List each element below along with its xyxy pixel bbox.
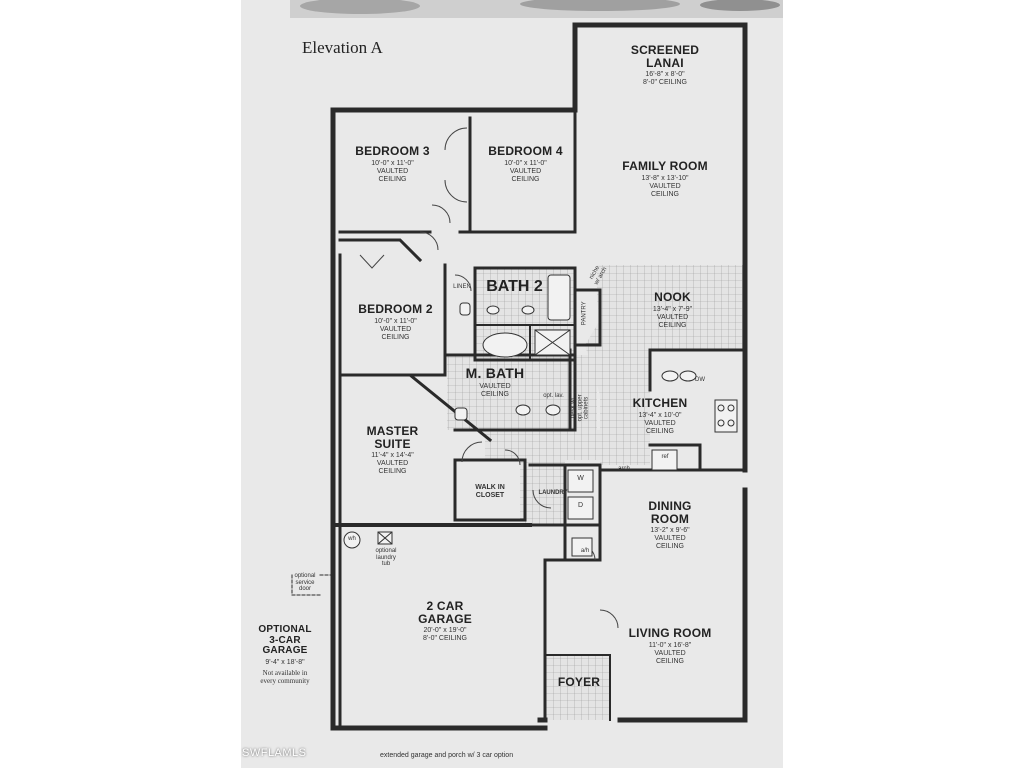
room-name: D: [577, 502, 584, 509]
room-name: arch: [618, 466, 630, 472]
room-details: 13'-2" x 9'-6" VAULTED CEILING: [650, 527, 690, 551]
bedroom2-label: BEDROOM 2 10'-0" x 11'-0" VAULTED CEILIN…: [348, 303, 443, 342]
room-name: DINING ROOM: [648, 499, 692, 526]
room-name: LAUNDRY: [538, 490, 568, 496]
bath2-label: BATH 2: [482, 278, 547, 296]
room-details: 13'-4" x 7'-9" VAULTED CEILING: [652, 305, 693, 329]
room-name: OPTIONAL 3-CAR GARAGE: [258, 624, 312, 656]
family-room-label: FAMILY ROOM 13'-8" x 13'-10" VAULTED CEI…: [605, 160, 725, 199]
room-details: 16'-8" x 8'-0" 8'-0" CEILING: [643, 71, 687, 87]
linen-label: LINEN: [449, 284, 475, 291]
room-name: optional service door: [294, 573, 316, 593]
room-name: KITCHEN: [632, 396, 688, 410]
garage-label: 2 CAR GARAGE 20'-0" x 19'-0" 8'-0" CEILI…: [390, 600, 500, 643]
m-bath-label: M. BATH VAULTED CEILING: [455, 366, 535, 399]
room-name: M. BATH: [465, 365, 525, 381]
laundry-tub-label: optional laundry tub: [368, 548, 404, 568]
room-name: LIVING ROOM: [628, 626, 712, 640]
bedroom4-label: BEDROOM 4 10'-0" x 11'-0" VAULTED CEILIN…: [478, 145, 573, 184]
room-details: 13'-8" x 13'-10" VAULTED CEILING: [641, 174, 689, 198]
master-suite-label: MASTER SUITE 11'-4" x 14'-4" VAULTED CEI…: [345, 425, 440, 476]
fixtures: [343, 274, 738, 557]
optional-3car-label: OPTIONAL 3-CAR GARAGE 9'-4" x 18'-8" Not…: [246, 624, 324, 685]
footer-note: extended garage and porch w/ 3 car optio…: [380, 752, 514, 759]
room-name: SCREENED LANAI: [630, 43, 700, 70]
room-details: 10'-0" x 11'-0" VAULTED CEILING: [374, 317, 417, 341]
arch-label: arch: [612, 466, 636, 473]
bedroom3-label: BEDROOM 3 10'-0" x 11'-0" VAULTED CEILIN…: [345, 145, 440, 184]
kitchen-label: KITCHEN 13'-4" x 10'-0" VAULTED CEILING: [615, 397, 705, 436]
room-details: 11'-4" x 14'-4" VAULTED CEILING: [371, 452, 414, 476]
room-name: a/h: [580, 548, 590, 554]
room-name: W: [577, 475, 584, 482]
foyer-label: FOYER: [550, 676, 608, 689]
room-details: 11'-0" x 16'-8" VAULTED CEILING: [648, 641, 692, 665]
room-name: FOYER: [557, 675, 601, 689]
room-details: 9'-4" x 18'-8": [265, 658, 305, 666]
laundry-label: LAUNDRY: [532, 490, 574, 497]
watermark: SWFLAMLS: [242, 747, 307, 759]
room-details: VAULTED CEILING: [479, 382, 511, 398]
door-swings: [359, 127, 619, 629]
elevation-title: Elevation A: [302, 38, 383, 57]
dryer-label: D: [573, 502, 588, 510]
room-name: BEDROOM 2: [358, 302, 433, 316]
room-name: LINEN: [453, 284, 471, 290]
service-door-label: optional service door: [288, 573, 322, 593]
opt-lav-label: opt. lav.: [536, 393, 571, 400]
room-details: 10'-0" x 11'-0" VAULTED CEILING: [504, 159, 547, 183]
room-note: Not available in every community: [260, 668, 310, 685]
room-details: 20'-0" x 19'-0" 8'-0" CEILING: [423, 627, 467, 643]
room-name: opt. lav.: [543, 393, 564, 399]
room-name: DW: [695, 377, 705, 383]
room-name: WALK IN CLOSET: [475, 484, 505, 499]
room-name: MASTER SUITE: [366, 424, 419, 451]
room-details: 13'-4" x 10'-0" VAULTED CEILING: [638, 411, 682, 435]
room-name: 2 CAR GARAGE: [418, 599, 472, 626]
air-handler-label: a/h: [574, 548, 596, 555]
desk-label: desk w/ opt. upper cabinets: [571, 385, 591, 430]
room-name: NOOK: [654, 290, 691, 304]
room-name: BEDROOM 4: [488, 144, 563, 158]
room-name: BEDROOM 3: [355, 144, 430, 158]
ref-label: ref: [653, 454, 677, 461]
dishwasher-label: DW: [690, 377, 710, 384]
pantry-label: PANTRY: [582, 298, 589, 328]
dining-room-label: DINING ROOM 13'-2" x 9'-6" VAULTED CEILI…: [625, 500, 715, 551]
washer-label: W: [573, 475, 588, 483]
room-name: FAMILY ROOM: [622, 159, 708, 173]
walk-in-closet-label: WALK IN CLOSET: [462, 484, 518, 499]
room-name: ref: [661, 454, 669, 460]
room-name: wh: [348, 536, 356, 542]
room-details: 10'-0" x 11'-0" VAULTED CEILING: [371, 159, 414, 183]
room-name: BATH 2: [486, 278, 543, 295]
water-heater-label: wh: [344, 536, 360, 543]
print-smudge: [290, 0, 783, 18]
nook-label: NOOK 13'-4" x 7'-9" VAULTED CEILING: [630, 291, 715, 330]
room-name: optional laundry tub: [375, 548, 397, 568]
living-room-label: LIVING ROOM 11'-0" x 16'-8" VAULTED CEIL…: [615, 627, 725, 666]
screened-lanai-label: SCREENED LANAI 16'-8" x 8'-0" 8'-0" CEIL…: [600, 44, 730, 87]
room-name: desk w/ opt. upper cabinets: [570, 394, 590, 422]
room-name: PANTRY: [581, 301, 588, 326]
